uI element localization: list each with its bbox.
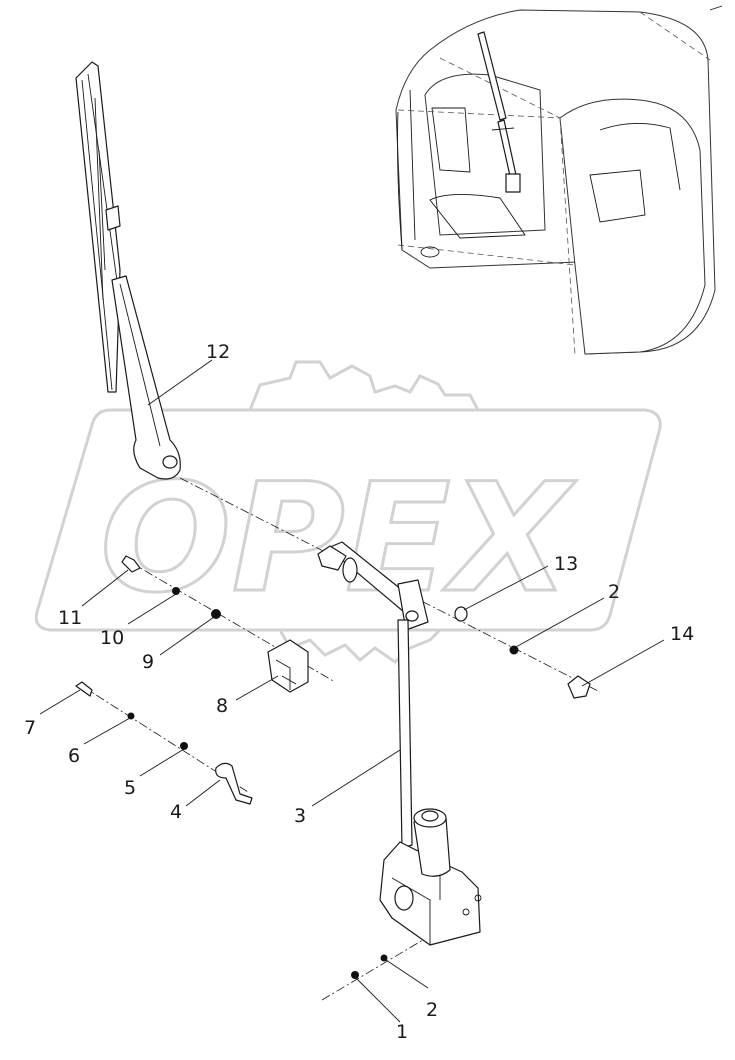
callout-7: 7: [24, 717, 36, 739]
washer-6: [127, 712, 135, 720]
watermark-gear: [247, 360, 481, 412]
cab-inset: [395, 5, 723, 356]
washer-1: [351, 971, 359, 979]
callout-14: 14: [670, 623, 694, 645]
cab-wiper-motor: [505, 173, 521, 193]
wiper-blade: [75, 61, 121, 393]
nut-2-bottom: [380, 954, 388, 962]
wiper-arm-assembly: [75, 61, 181, 480]
callout-12: 12: [206, 341, 230, 363]
washer-10: [172, 587, 180, 595]
callout-2-top: 2: [608, 581, 620, 603]
nut-2-top: [509, 645, 519, 655]
arm-pivot-hole: [162, 455, 178, 469]
bolt-11: [121, 555, 141, 573]
cab-front-window: [424, 73, 546, 236]
watermark-text: OPEX: [100, 452, 577, 626]
wiper-arm: [111, 275, 181, 480]
callout-3: 3: [294, 805, 306, 827]
callout-10: 10: [100, 627, 124, 649]
callout-13: 13: [554, 553, 578, 575]
blade-clip: [105, 205, 121, 231]
watermark-gear-bottom: [278, 628, 442, 664]
linkage-rod: [397, 619, 413, 849]
leader-lines: [39, 359, 665, 1023]
callout-2-bottom: 2: [426, 999, 438, 1021]
shaft-washer: [342, 557, 358, 583]
clip-4: [215, 762, 253, 805]
callout-9: 9: [142, 651, 154, 673]
watermark-frame: [34, 408, 662, 632]
callouts: 12 11 10 9 8 7 6 5 4 3 13 2 14 2 1: [24, 341, 694, 1043]
nut-5: [180, 742, 188, 750]
callout-8: 8: [216, 695, 228, 717]
callout-6: 6: [68, 745, 80, 767]
callout-4: 4: [170, 801, 182, 823]
callout-11: 11: [58, 607, 82, 629]
callout-1: 1: [396, 1021, 408, 1043]
shaft-nut: [317, 545, 347, 571]
nut-9: [211, 609, 221, 619]
cab-wiper-blade: [477, 31, 507, 121]
cab-side: [559, 98, 706, 355]
wiper-linkage-assembly: [317, 541, 482, 946]
washer-13: [454, 606, 468, 622]
bolt-14: [567, 675, 591, 699]
watermark-logo: OPEX: [34, 360, 662, 664]
bolt-7: [75, 681, 93, 697]
linkage-crank: [397, 579, 429, 631]
bracket-8: [267, 639, 309, 693]
hardware: [75, 555, 591, 979]
callout-5: 5: [124, 777, 136, 799]
